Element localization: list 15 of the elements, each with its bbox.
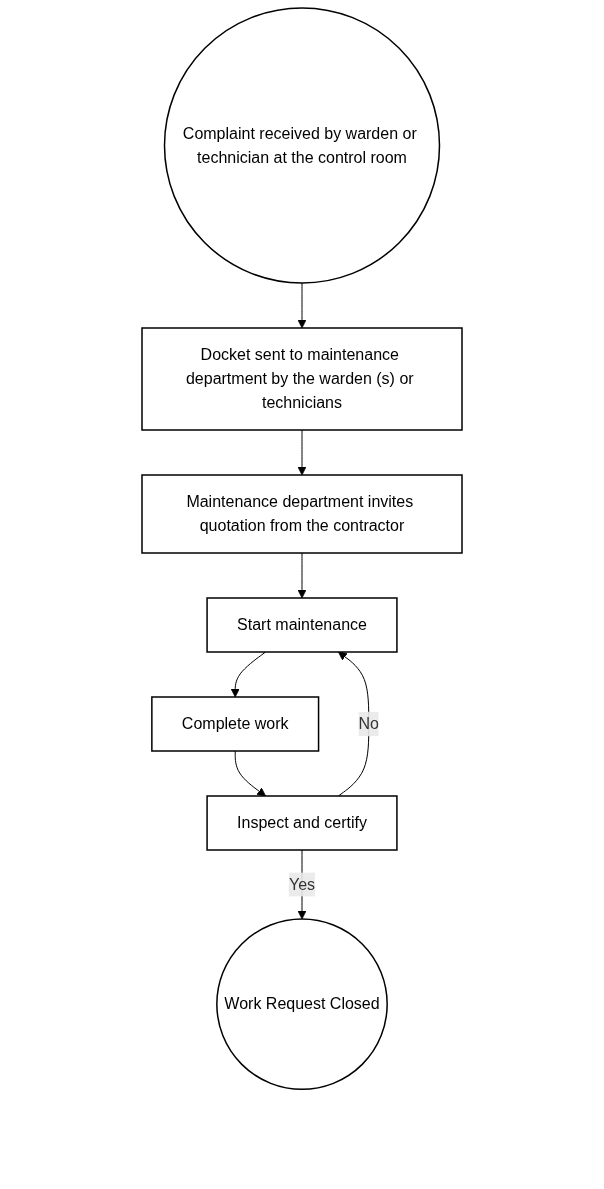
node-box: Docket sent to maintenance department by the warden (s) or technicians xyxy=(141,327,463,431)
node-circle: Work Request Closed xyxy=(216,918,388,1091)
arrow xyxy=(297,429,307,476)
node-box: Inspect and certify xyxy=(206,795,398,851)
node-box: Complete work xyxy=(151,696,320,752)
node-box: Maintenance department invites quotation from the contractor xyxy=(141,474,463,554)
edge-label: Yes xyxy=(288,875,316,893)
node-circle: Complaint received by warden or technician at the control room xyxy=(163,7,441,284)
node-box: Start maintenance xyxy=(206,597,398,653)
arrow xyxy=(297,282,307,329)
arrow xyxy=(297,552,307,599)
edge-label: No xyxy=(358,715,380,732)
arrow xyxy=(337,651,370,797)
arrow xyxy=(230,651,267,698)
arrow xyxy=(234,750,266,797)
